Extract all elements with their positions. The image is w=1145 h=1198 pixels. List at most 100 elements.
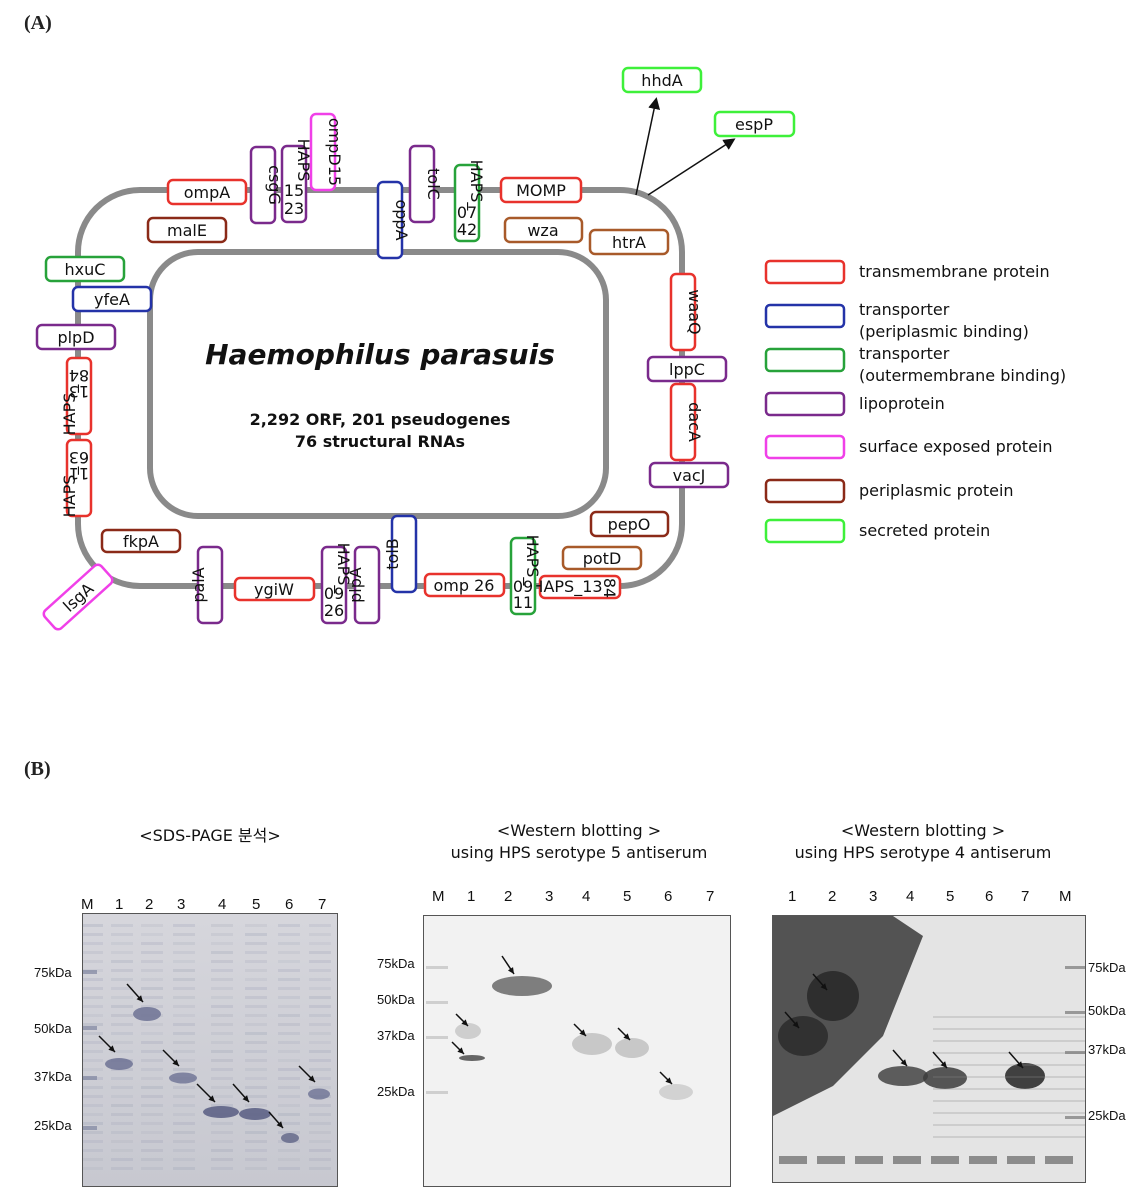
background-band [278, 969, 300, 972]
lane-label: 5 [252, 896, 261, 913]
gene-haps0742: HAPS_ 07 42 [453, 160, 486, 243]
background-band [211, 960, 233, 963]
gene-dacA: dacA [669, 382, 704, 462]
legend-label: transporter [859, 300, 950, 319]
legend-item: periplasmic protein [764, 478, 1014, 504]
lane-label: 6 [664, 888, 673, 905]
svg-text:15: 15 [284, 181, 304, 200]
background-band [111, 1095, 133, 1098]
svg-text:potD: potD [583, 549, 622, 568]
gene-plpD: plpD [35, 323, 117, 351]
band-arrowhead [507, 967, 514, 974]
gene-hxuC: hxuC [44, 255, 126, 283]
background-band [211, 1122, 233, 1125]
legend-item: surface exposed protein [764, 434, 1053, 460]
background-band [309, 942, 331, 945]
svg-text:84: 84 [69, 366, 89, 385]
svg-text:plpA: plpA [346, 567, 365, 603]
gene-pepO: pepO [589, 510, 670, 538]
background-band [933, 1100, 1085, 1102]
background-band [141, 1104, 163, 1107]
background-band [245, 1068, 267, 1071]
background-band [111, 996, 133, 999]
background-band [83, 1149, 103, 1152]
gene-waaQ: waaQ [669, 272, 704, 352]
gene-palA: palA [189, 545, 224, 625]
background-band [245, 1077, 267, 1080]
gene-oppA: oppA [376, 180, 411, 260]
background-band [933, 1112, 1085, 1114]
background-band [278, 960, 300, 963]
background-band [111, 1113, 133, 1116]
svg-text:HAPS_: HAPS_ [466, 160, 486, 212]
background-band [278, 1149, 300, 1152]
espP-arrow [647, 138, 736, 196]
background-band [173, 996, 195, 999]
svg-text:26: 26 [324, 601, 344, 620]
protein-band [133, 1007, 161, 1021]
background-band [211, 969, 233, 972]
background-band [83, 924, 103, 927]
svg-text:fkpA: fkpA [123, 532, 159, 551]
lane-label: 7 [318, 896, 327, 913]
gene-haps1384-left: HAPS_ 13 84 [60, 356, 93, 436]
molecular-weight-label: 75kDa [1088, 960, 1126, 975]
gene-haps0926: HAPS_ 09 26 [320, 543, 353, 625]
protein-band [572, 1033, 612, 1055]
molecular-weight-label: 50kDa [1088, 1003, 1126, 1018]
background-band [141, 924, 163, 927]
legend-swatch [764, 518, 846, 544]
gene-ompA: ompA [166, 178, 248, 206]
background-band [309, 1158, 331, 1161]
band-arrowhead [208, 1095, 215, 1102]
background-band [933, 1076, 1085, 1078]
background-band [141, 978, 163, 981]
band-arrowhead [940, 1061, 947, 1068]
background-band [278, 933, 300, 936]
marker-band [426, 966, 448, 969]
lane-label: 7 [706, 888, 715, 905]
svg-text:omp 26: omp 26 [434, 576, 495, 595]
background-band [173, 1041, 195, 1044]
background-band [83, 1059, 103, 1062]
background-band [309, 1131, 331, 1134]
marker-band [1065, 1116, 1085, 1119]
background-band [173, 942, 195, 945]
background-band [309, 1041, 331, 1044]
background-band [111, 933, 133, 936]
svg-text:ompA: ompA [184, 183, 231, 202]
background-band [141, 1095, 163, 1098]
background-band [83, 1023, 103, 1026]
protein-band [455, 1023, 481, 1039]
svg-text:ygiW: ygiW [254, 580, 294, 599]
svg-text:tolB: tolB [383, 538, 402, 569]
marker-band [426, 1036, 448, 1039]
svg-text:42: 42 [457, 220, 477, 239]
svg-text:HAPS_: HAPS_ [60, 384, 80, 436]
background-band [211, 1095, 233, 1098]
marker-band [1065, 1011, 1085, 1014]
background-band [173, 1005, 195, 1008]
background-band [309, 969, 331, 972]
background-band [245, 1023, 267, 1026]
svg-text:HAPS_: HAPS_ [522, 535, 542, 587]
background-band [278, 978, 300, 981]
svg-text:13: 13 [69, 382, 89, 401]
svg-text:HAPS_: HAPS_ [60, 466, 80, 518]
background-band [211, 1068, 233, 1071]
background-band [245, 1122, 267, 1125]
svg-text:23: 23 [284, 199, 304, 218]
legend-label: secreted protein [859, 521, 990, 540]
lane-label: 6 [285, 896, 294, 913]
gene-lppC: lppC [646, 355, 728, 383]
svg-text:84: 84 [600, 578, 619, 598]
band-arrowhead [461, 1019, 468, 1026]
background-band [83, 960, 103, 963]
background-band [83, 978, 103, 981]
svg-text:07: 07 [457, 203, 477, 222]
background-band [83, 942, 103, 945]
background-band [245, 1131, 267, 1134]
background-band [141, 1050, 163, 1053]
legend-swatch [764, 347, 846, 373]
background-band [211, 996, 233, 999]
